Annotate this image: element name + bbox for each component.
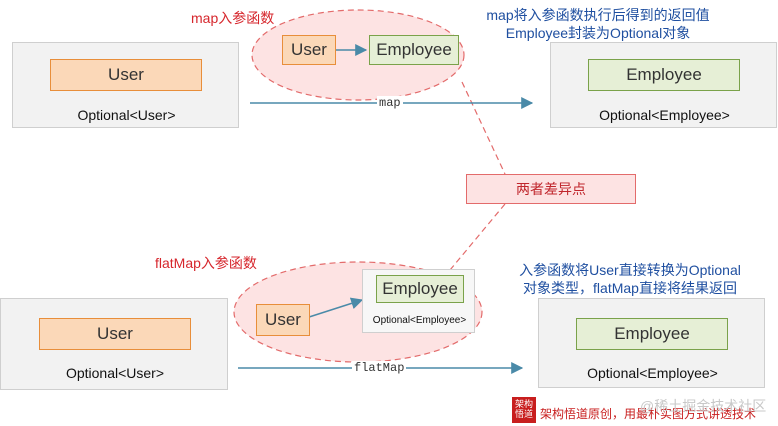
flatmap-note-line1: 入参函数将User直接转换为Optional xyxy=(519,262,741,278)
flatmap-note: 入参函数将User直接转换为Optional 对象类型，flatMap直接将结果… xyxy=(490,261,770,297)
top-left-optional-user-panel: User Optional<User> xyxy=(12,42,239,128)
watermark-juejin: @稀土掘金技术社区 xyxy=(640,398,767,414)
watermark-logo-badge: 架构 悟道 xyxy=(512,397,536,423)
flatmap-note-line2: 对象类型，flatMap直接将结果返回 xyxy=(523,280,737,296)
map-note-line1: map将入参函数执行后得到的返回值 xyxy=(486,7,710,23)
map-param-label: map入参函数 xyxy=(191,10,275,26)
top-ellipse-user-box: User xyxy=(282,35,336,65)
bottom-right-optional-label: Optional<Employee> xyxy=(587,365,718,381)
watermark-logo-line2: 悟道 xyxy=(514,409,533,419)
connector-diff-to-bottom xyxy=(449,203,506,271)
bottom-left-optional-user-panel: User Optional<User> xyxy=(0,298,228,390)
bottom-left-user-box: User xyxy=(39,318,191,350)
bottom-ellipse-optional-label: Optional<Employee> xyxy=(372,315,467,326)
flatmap-arrow-label: flatMap xyxy=(352,361,407,375)
bottom-inner-arrow xyxy=(305,297,364,319)
bottom-ellipse-user-box: User xyxy=(256,304,310,336)
bottom-ellipse-optional-panel: Employee Optional<Employee> xyxy=(362,269,475,333)
watermark-logo-line1: 架构 xyxy=(514,399,533,409)
flatmap-param-label: flatMap入参函数 xyxy=(155,255,257,271)
bottom-right-optional-employee-panel: Employee Optional<Employee> xyxy=(538,298,765,388)
map-arrow-label: map xyxy=(377,96,403,110)
top-right-optional-employee-panel: Employee Optional<Employee> xyxy=(550,42,777,128)
connector-top-to-diff xyxy=(461,81,506,175)
map-note-line2: Employee封装为Optional对象 xyxy=(505,25,691,41)
top-right-employee-box: Employee xyxy=(588,59,740,91)
bottom-ellipse-employee-box: Employee xyxy=(376,275,464,303)
difference-box: 两者差异点 xyxy=(466,174,636,204)
top-left-user-box: User xyxy=(50,59,202,91)
bottom-left-optional-label: Optional<User> xyxy=(65,365,165,381)
map-note: map将入参函数执行后得到的返回值 Employee封装为Optional对象 xyxy=(458,6,738,42)
top-left-optional-label: Optional<User> xyxy=(77,107,176,123)
watermark-text: 架构悟道原创，用最朴实图方式讲透技术 xyxy=(540,407,757,421)
top-right-optional-label: Optional<Employee> xyxy=(599,107,730,123)
bottom-right-employee-box: Employee xyxy=(576,318,728,350)
top-ellipse-employee-box: Employee xyxy=(369,35,459,65)
